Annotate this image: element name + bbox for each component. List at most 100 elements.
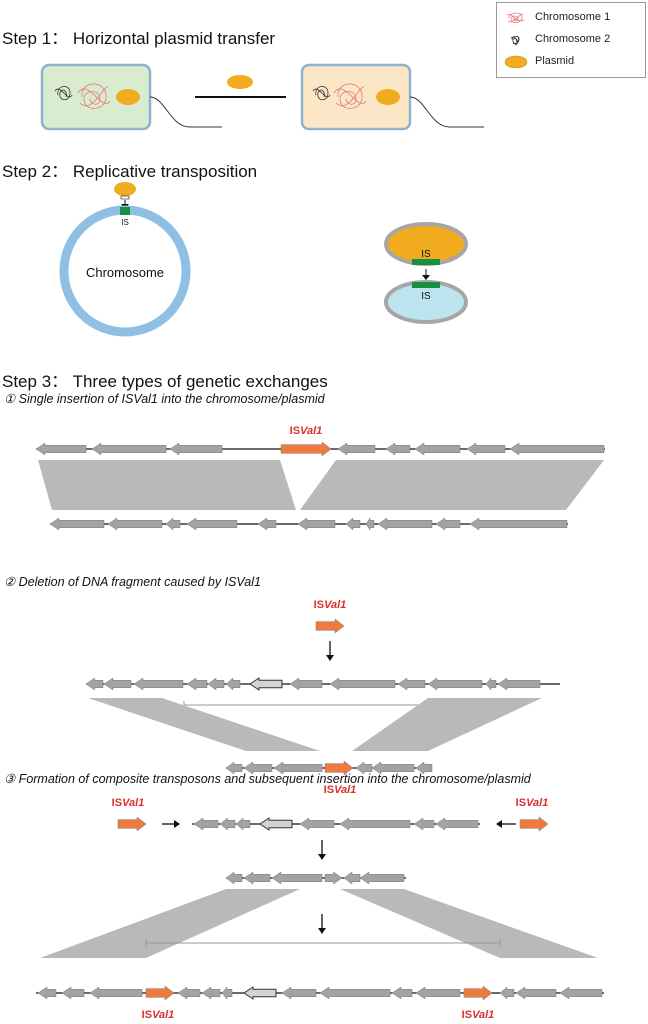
gene-arrow [343,871,361,885]
gene-arrow [339,817,411,831]
gene-arrow [414,442,461,456]
isval1-label-prefix: IS [112,797,122,809]
gene-arrow [249,677,283,691]
arrowhead-icon [318,854,326,860]
gene-arrow [225,677,241,691]
chromosome1-icon [506,12,525,23]
gene-arrow [297,517,336,531]
is-label: IS [421,291,431,302]
gene-arrow [415,986,461,1000]
arrowhead-icon [174,820,180,828]
gene-arrow [225,871,243,885]
case2-caption: ② Deletion of DNA fragment caused by ISV… [4,575,261,589]
is-label: IS [121,218,129,227]
legend: Chromosome 1 Chromosome 2 Plasmid [496,2,646,78]
step1-diagram [40,63,484,131]
gene-arrow [235,817,251,831]
isval1-arrow [145,985,175,1001]
synteny-band [40,889,300,958]
gene-arrow [469,517,568,531]
gene-arrow [35,442,87,456]
isval1-arrow [315,618,345,634]
gene-arrow [371,761,415,775]
chromosome2-icon [54,86,73,101]
gene-arrow [49,517,105,531]
gene-arrow [61,986,85,1000]
isval1-label-name: Val1 [472,1009,494,1021]
isval1-label: ISVal1 [516,797,549,809]
pilus-line [409,96,484,128]
step3-title: Step 3： Three types of genetic exchanges [2,372,328,391]
chromosome-is-element [120,207,130,215]
plasmid-icon [116,89,140,105]
gene-arrow [497,677,541,691]
gene-arrow [413,817,435,831]
synteny-band [88,698,320,751]
gene-arrow [499,986,515,1000]
plasmid-icon [504,55,528,69]
isval1-label-prefix: IS [324,784,334,796]
step2-diagram: IS Chromosome IS IS [59,182,468,337]
gene-arrow [391,986,413,1000]
case3-caption: ③ Formation of composite transposons and… [4,772,531,786]
gene-arrow [107,517,163,531]
isval1-label-name: Val1 [334,784,356,796]
plasmid-icon [227,75,253,89]
case1-caption: ① Single insertion of ISVal1 into the ch… [4,392,325,406]
gene-arrow [337,442,376,456]
plasmid-is-element [412,259,440,265]
synteny-band [340,889,598,958]
isval1-arrow [463,985,493,1001]
is-label: IS [421,249,431,260]
gene-arrow [257,517,277,531]
gene-arrow [427,677,483,691]
gene-arrow [485,677,497,691]
isval1-label-prefix: IS [314,599,324,611]
gene-arrow [359,871,405,885]
gene-arrow [193,817,219,831]
isval1-label-name: Val1 [122,797,144,809]
isval1-label-prefix: IS [462,1009,472,1021]
gene-arrow [281,986,317,1000]
arrowhead-icon [318,928,326,934]
arrowhead-icon [326,655,334,661]
gene-arrow [201,986,221,1000]
gene-arrow [515,986,557,1000]
gene-arrow [365,517,375,531]
arrowhead-icon [422,275,430,280]
pilus-line [149,96,222,128]
isval1-label-prefix: IS [290,425,300,437]
gene-arrow [355,761,373,775]
gene-arrow [259,817,293,831]
chromosome2-icon [312,86,331,101]
gene-arrow [186,677,208,691]
isval1-label: ISVal1 [324,784,357,796]
isval1-label: ISVal1 [462,1009,495,1021]
gene-arrow [319,986,391,1000]
isval1-label-name: Val1 [300,425,322,437]
gene-arrow [103,677,132,691]
gene-arrow [273,761,323,775]
plasmid-icon [114,182,136,196]
gene-arrow [225,761,243,775]
isval1-label-prefix: IS [142,1009,152,1021]
gene-arrow [85,677,104,691]
gene-arrow [165,517,181,531]
isval1-arrow [280,441,332,457]
gene-arrow [466,442,506,456]
gene-arrow [435,517,461,531]
chromosome1-icon [77,83,111,109]
step1-title: Step 1： Horizontal plasmid transfer [2,29,276,48]
isval1-label-name: Val1 [526,797,548,809]
gene-arrow [397,677,426,691]
gene-arrow [345,517,361,531]
gene-arrow [271,871,323,885]
gene-arrow [329,677,396,691]
synteny-band [352,698,542,751]
gene-arrow [289,677,323,691]
step2-title: Step 2： Replicative transposition [2,162,258,181]
gene-arrow [186,517,238,531]
gene-arrow [415,761,433,775]
isval1-arrow [117,816,147,832]
isval1-label: ISVal1 [142,1009,175,1021]
